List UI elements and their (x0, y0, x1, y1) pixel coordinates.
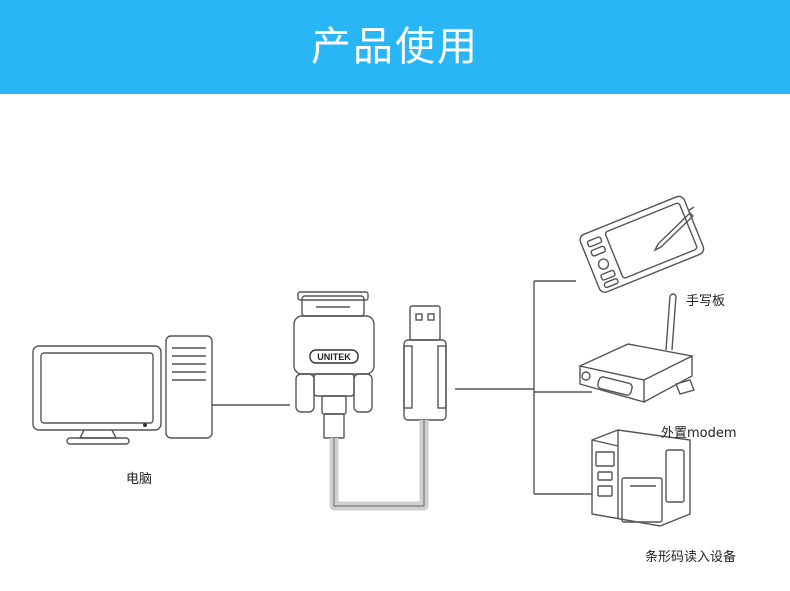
modem-icon (577, 293, 695, 403)
monitor-icon (32, 345, 162, 445)
drawing-tablet-icon (579, 195, 705, 293)
device-label-modem: 外置modem (661, 426, 737, 441)
adapter-cable (329, 420, 429, 511)
pc-tower-icon (165, 335, 213, 439)
page-title: 产品使用 (311, 24, 479, 70)
device-label-printer: 条形码读入设备 (645, 550, 737, 565)
usb-connector-icon (403, 305, 447, 421)
header-banner (0, 0, 790, 94)
usage-diagram: UNITEK (32, 195, 705, 527)
barcode-printer-icon (591, 429, 691, 527)
computer-label: 电脑 (126, 472, 153, 487)
device-label-tablet: 手写板 (686, 294, 726, 309)
db9-connector-icon (293, 291, 375, 439)
stylus-icon (653, 206, 695, 252)
brand-logo: UNITEK (317, 352, 351, 362)
